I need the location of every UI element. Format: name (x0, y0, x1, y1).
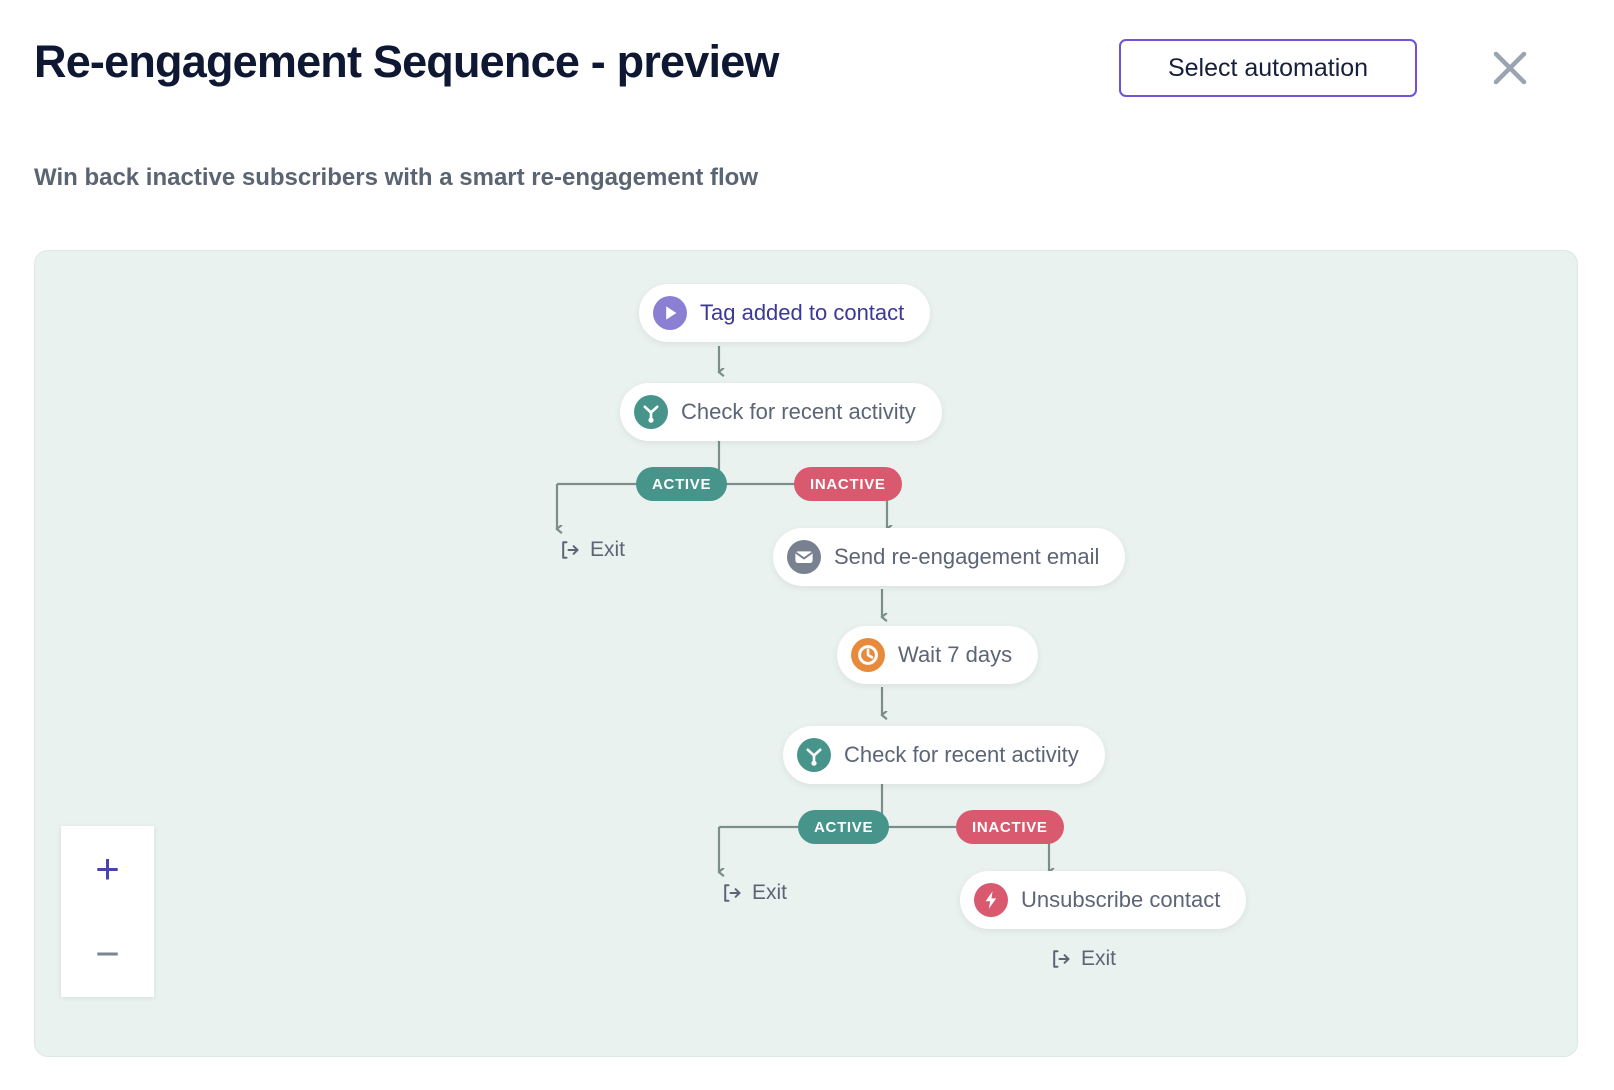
branch-split-icon (797, 738, 831, 772)
zoom-in-button[interactable]: + (61, 826, 154, 912)
select-automation-button[interactable]: Select automation (1119, 39, 1417, 97)
flow-node-label: Tag added to contact (700, 300, 905, 325)
flow-node-check-for-recent-activity-2[interactable]: Check for recent activity (783, 726, 1105, 784)
zoom-controls[interactable]: + − (61, 826, 154, 997)
logout-icon (724, 884, 741, 902)
flow-node-tag-added-to-contact[interactable]: Tag added to contact (639, 284, 931, 342)
flow-layer: Tag added to contact Check for recent ac… (35, 251, 1577, 1056)
flow-node-label: Unsubscribe contact (1021, 887, 1221, 912)
flow-exit-branch2-active[interactable]: Exit (721, 881, 787, 905)
flow-exit-label: Exit (590, 538, 626, 561)
flow-connectors (35, 346, 1578, 1057)
flow-node-label: Send re-engagement email (834, 544, 1100, 569)
logout-icon (1053, 950, 1070, 968)
flow-node-wait-7-days[interactable]: Wait 7 days (837, 626, 1039, 684)
close-button[interactable] (1486, 44, 1534, 92)
flow-exit-branch1-active[interactable]: Exit (559, 538, 625, 562)
close-icon (1493, 51, 1527, 85)
flow-exit-label: Exit (752, 881, 788, 904)
envelope-icon (787, 540, 821, 574)
flow-node-label: Check for recent activity (681, 399, 916, 424)
flow-node-unsubscribe-contact[interactable]: Unsubscribe contact (960, 871, 1247, 929)
branch-badge-active-2[interactable]: ACTIVE (798, 810, 890, 844)
page-title: Re-engagement Sequence - preview (34, 36, 779, 87)
branch-split-icon (634, 395, 668, 429)
clock-icon (851, 638, 885, 672)
branch-badge-active-1[interactable]: ACTIVE (636, 467, 728, 501)
flow-node-label: Wait 7 days (898, 642, 1013, 667)
branch-badge-inactive-2[interactable]: INACTIVE (956, 810, 1064, 844)
logout-icon (562, 541, 579, 559)
flow-exit-final[interactable]: Exit (1050, 947, 1116, 971)
automation-flow-canvas[interactable]: Tag added to contact Check for recent ac… (34, 250, 1578, 1057)
flow-node-send-re-engagement-email[interactable]: Send re-engagement email (773, 528, 1126, 586)
play-trigger-icon (653, 296, 687, 330)
page-subtitle: Win back inactive subscribers with a sma… (34, 164, 758, 191)
flow-node-check-for-recent-activity-1[interactable]: Check for recent activity (620, 383, 942, 441)
zoom-out-button[interactable]: − (61, 912, 154, 998)
flow-node-label: Check for recent activity (844, 742, 1079, 767)
branch-badge-inactive-1[interactable]: INACTIVE (794, 467, 902, 501)
flow-exit-label: Exit (1081, 947, 1117, 970)
lightning-bolt-icon (974, 883, 1008, 917)
